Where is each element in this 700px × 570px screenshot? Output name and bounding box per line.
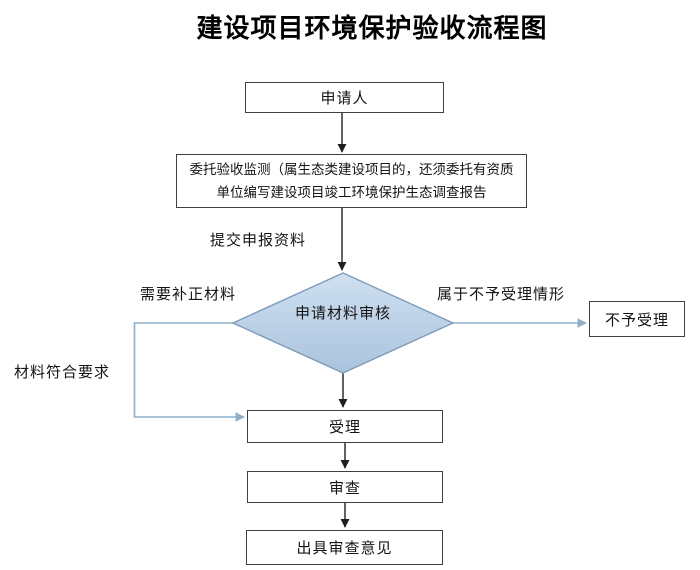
edge-label-need-correction: 需要补正材料 [140, 286, 237, 303]
node-review-label: 申请材料审核 [294, 304, 391, 322]
edge-label-submit-materials: 提交申报资料 [210, 232, 307, 249]
node-entrust-line1: 委托验收监测（属生态类建设项目的，还须委托有资质 [189, 162, 514, 177]
node-accept-label: 受理 [328, 419, 361, 436]
node-reject: 不予受理 [589, 301, 685, 337]
node-review-decision: 申请材料审核 [233, 273, 453, 373]
node-applicant-label: 申请人 [320, 90, 369, 107]
node-examine: 审查 [247, 471, 443, 503]
node-entrust-line2: 单位编写建设项目竣工环境保护生态调查报告 [216, 185, 487, 200]
node-opinion-label: 出具审查意见 [296, 540, 393, 557]
page-title: 建设项目环境保护验收流程图 [196, 13, 548, 43]
node-applicant: 申请人 [245, 82, 444, 113]
node-examine-label: 审查 [328, 479, 361, 497]
node-reject-label: 不予受理 [604, 311, 669, 329]
node-accept: 受理 [247, 410, 443, 443]
node-opinion: 出具审查意见 [246, 530, 443, 565]
edge-label-materials-ok: 材料符合要求 [14, 364, 111, 381]
arrow-review-loop-to-accept [133, 322, 245, 422]
edge-label-not-accept-case: 属于不予受理情形 [437, 286, 566, 303]
node-entrust: 委托验收监测（属生态类建设项目的，还须委托有资质 单位编写建设项目竣工环境保护生… [176, 154, 527, 208]
